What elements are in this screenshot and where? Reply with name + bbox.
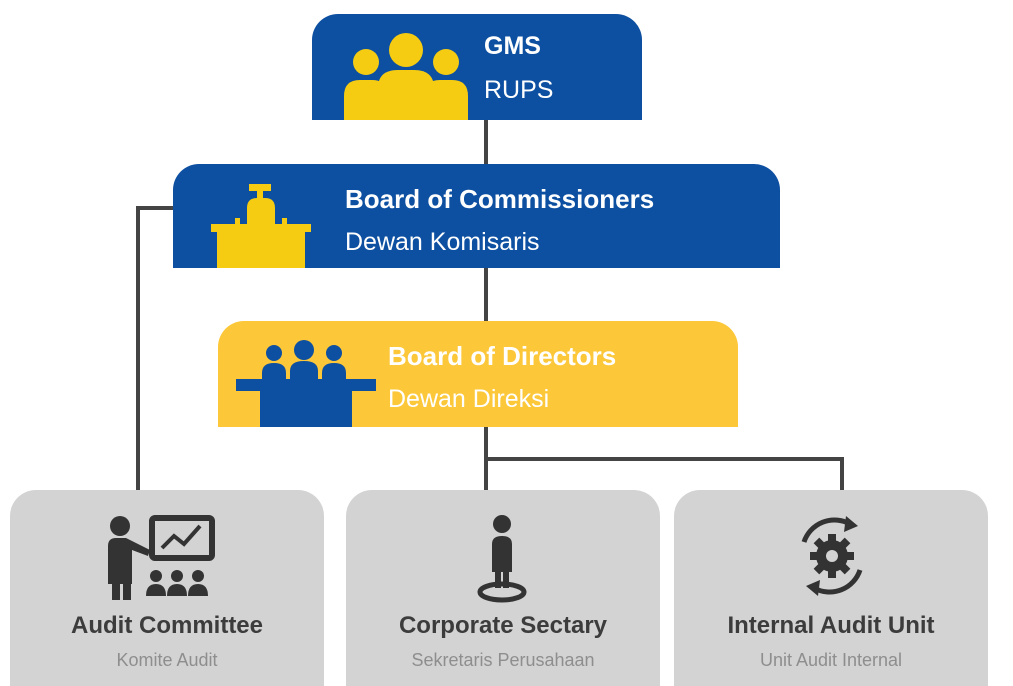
- connector-boc-audit-committee: [136, 206, 173, 490]
- audit-committee-subtitle: Komite Audit: [116, 650, 218, 670]
- internal-audit-unit-title: Internal Audit Unit: [727, 612, 935, 639]
- presentation-icon: [108, 515, 215, 600]
- audit-committee-box: Audit Committee Komite Audit: [10, 490, 324, 686]
- people-group-icon: [344, 33, 468, 120]
- person-spotlight-icon: [477, 515, 527, 603]
- directors-table-icon: [236, 340, 376, 427]
- bod-subtitle: Dewan Direksi: [388, 385, 550, 413]
- boc-title: Board of Commissioners: [345, 184, 655, 214]
- podium-speaker-icon: [211, 184, 311, 268]
- board-of-commissioners-box: Board of Commissioners Dewan Komisaris: [173, 164, 780, 268]
- gear-cycle-icon: [801, 516, 863, 596]
- corporate-secretary-title: Corporate Sectary: [398, 612, 608, 639]
- corporate-secretary-box: Corporate Sectary Sekretaris Perusahaan: [346, 490, 660, 686]
- internal-audit-unit-subtitle: Unit Audit Internal: [759, 650, 903, 670]
- board-of-directors-box: Board of Directors Dewan Direksi: [218, 321, 738, 427]
- internal-audit-unit-box: Internal Audit Unit Unit Audit Internal: [674, 490, 988, 686]
- boc-subtitle: Dewan Komisaris: [345, 228, 540, 256]
- gms-title: GMS: [484, 32, 541, 60]
- bod-title: Board of Directors: [388, 341, 617, 371]
- audit-committee-title: Audit Committee: [71, 612, 263, 639]
- corporate-secretary-subtitle: Sekretaris Perusahaan: [411, 650, 595, 670]
- gms-box: GMS RUPS: [312, 14, 642, 120]
- gms-subtitle: RUPS: [484, 76, 554, 104]
- connector-bod-internal-audit: [486, 457, 844, 490]
